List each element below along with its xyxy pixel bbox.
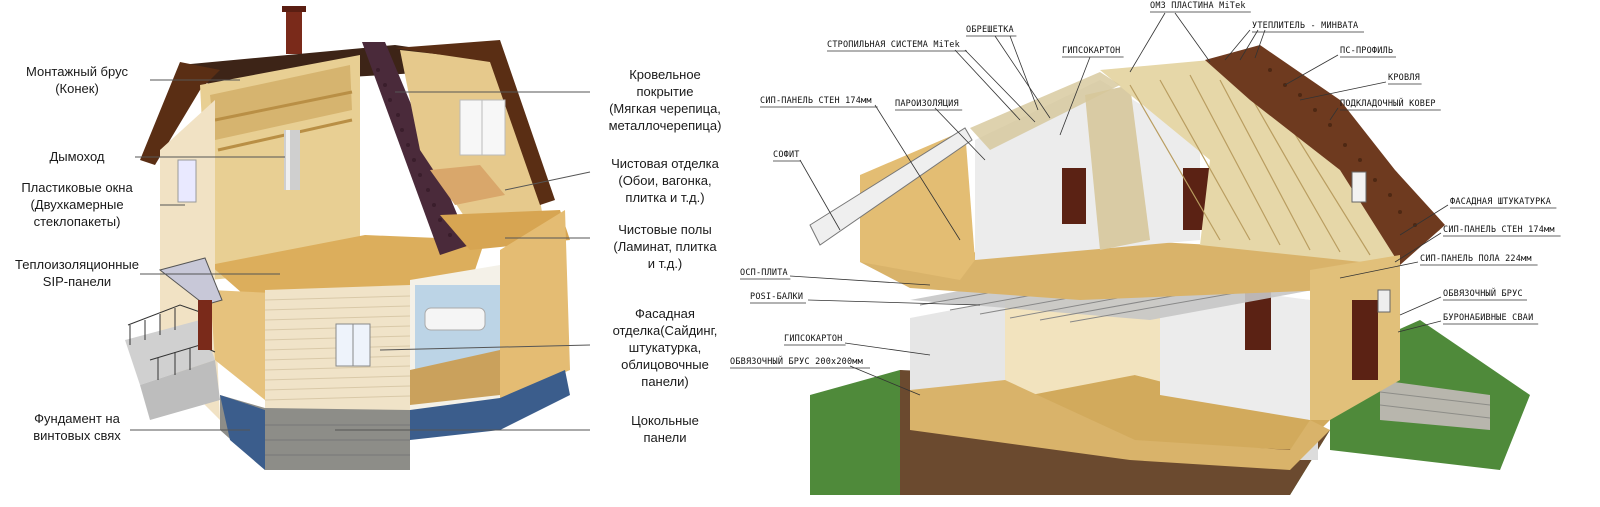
side-window (1378, 290, 1390, 312)
side-door (1352, 300, 1378, 380)
leader-line-right-3-1 (965, 50, 1035, 122)
callout-tag-15: ОБВЯЗОЧНЫЙ БРУС (1443, 289, 1523, 299)
right-house-illustration (810, 45, 1530, 495)
callout-tag-14: ОСП-ПЛИТА (740, 268, 788, 278)
leader-line-right-0-1 (1175, 13, 1210, 62)
callout-tag-1: УТЕПЛИТЕЛЬ - МИНВАТА (1252, 21, 1358, 31)
callout-tag-3: СТРОПИЛЬНАЯ СИСТЕМА MiTek (827, 40, 960, 50)
callout-tag-9: ПАРОИЗОЛЯЦИЯ (895, 99, 959, 109)
entrance-door (198, 300, 212, 350)
callout-tag-5: ПС-ПРОФИЛЬ (1340, 46, 1393, 56)
chimney-top (286, 8, 302, 54)
pipe-highlight (286, 130, 290, 190)
leader-line-right-0-0 (1130, 13, 1165, 72)
attic-door-left (1062, 168, 1086, 224)
leader-line-right-2-1 (1010, 36, 1038, 110)
callout-tag-19: ОБВЯЗОЧНЫЙ БРУС 200х200мм (730, 357, 863, 367)
leader-line-right-3-0 (955, 50, 1020, 120)
callout-tag-17: БУРОНАБИВНЫЕ СВАИ (1443, 313, 1533, 323)
chimney-cap (282, 6, 306, 12)
callout-tag-11: ФАСАДНАЯ ШТУКАТУРКА (1450, 197, 1551, 207)
leader-line-right-15-0 (1400, 297, 1441, 315)
callout-tag-2: ОБРЕШЕТКА (966, 25, 1014, 35)
label-finish-decor: Чистовая отделка(Обои, вагонка,плитка и … (590, 155, 740, 206)
callout-tag-0: ОМЗ ПЛАСТИНА MiTek (1150, 1, 1246, 11)
callout-tag-6: КРОВЛЯ (1388, 73, 1420, 83)
label-ridge-beam: Монтажный брус(Конек) (2, 63, 152, 97)
left-window-upper (178, 160, 196, 202)
callout-tag-8: СИП-ПАНЕЛЬ СТЕН 174мм (760, 96, 872, 106)
callout-tag-4: ГИПСОКАРТОН (1062, 46, 1121, 56)
label-chimney: Дымоход (2, 148, 152, 165)
dormer-window (1352, 172, 1366, 202)
callout-tag-16: POSI-БАЛКИ (750, 292, 803, 302)
callout-tag-10: СОФИТ (773, 150, 800, 160)
left-house-illustration (125, 6, 570, 470)
bathtub (425, 308, 485, 330)
callout-tag-13: СИП-ПАНЕЛЬ ПОЛА 224мм (1420, 254, 1532, 264)
callout-tag-18: ГИПСОКАРТОН (784, 334, 843, 344)
callout-tag-7: ПОДКЛАДОЧНЫЙ КОВЕР (1340, 99, 1436, 109)
callout-tag-12: СИП-ПАНЕЛЬ СТЕН 174мм (1443, 225, 1555, 235)
